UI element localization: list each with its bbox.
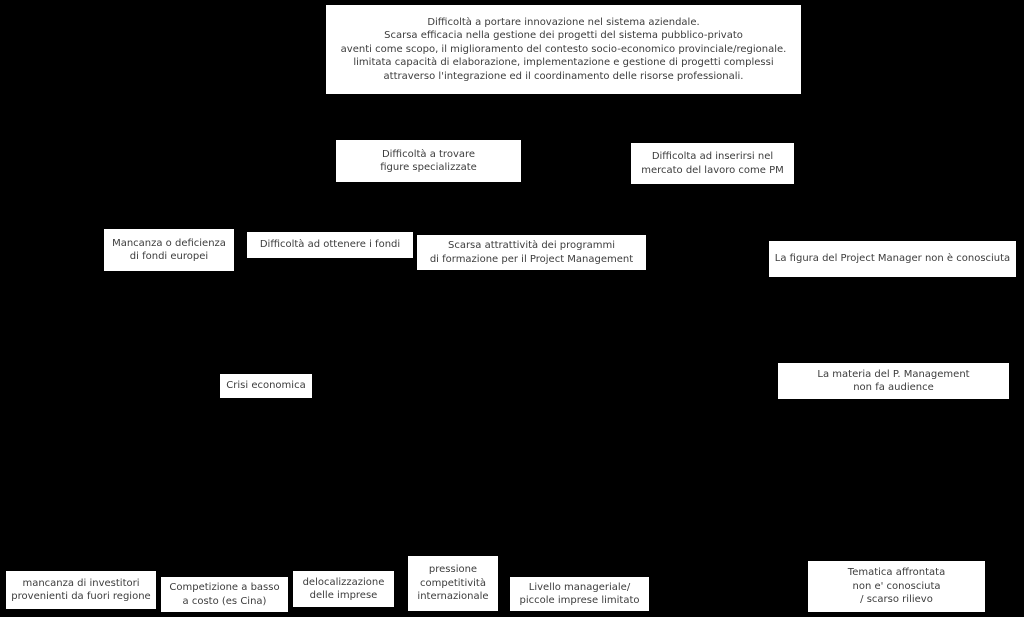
node-difficolta-trovare-figure: Difficoltà a trovare figure specializzat… bbox=[335, 139, 522, 183]
node-figura-pm-non-conosciuta: La figura del Project Manager non è cono… bbox=[768, 240, 1017, 278]
node-tematica-scarso-rilievo: Tematica affrontata non e' conosciuta / … bbox=[807, 560, 986, 613]
node-mancanza-investitori: mancanza di investitori provenienti da f… bbox=[5, 570, 157, 610]
node-scarsa-attrattivita-programmi: Scarsa attrattività dei programmi di for… bbox=[416, 234, 647, 271]
node-pressione-competitivita: pressione competitività internazionale bbox=[407, 555, 499, 612]
node-delocalizzazione-imprese: delocalizzazione delle imprese bbox=[292, 570, 395, 608]
node-materia-pm-non-fa-audience: La materia del P. Management non fa audi… bbox=[777, 362, 1010, 400]
node-difficolta-ottenere-fondi: Difficoltà ad ottenere i fondi bbox=[246, 231, 414, 259]
node-livello-manageriale-limitato: Livello manageriale/ piccole imprese lim… bbox=[509, 576, 650, 612]
root-problem-node: Difficoltà a portare innovazione nel sis… bbox=[325, 4, 802, 95]
node-competizione-basso-costo: Competizione a basso a costo (es Cina) bbox=[160, 576, 289, 613]
node-crisi-economica: Crisi economica bbox=[219, 373, 313, 399]
node-mancanza-fondi-europei: Mancanza o deficienza di fondi europei bbox=[103, 228, 235, 272]
node-inserirsi-mercato-lavoro: Difficolta ad inserirsi nel mercato del … bbox=[630, 142, 795, 185]
